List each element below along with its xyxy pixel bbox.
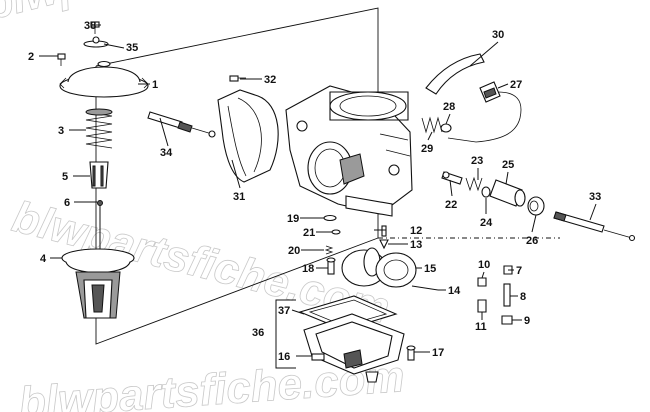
part-18-screw <box>326 257 336 275</box>
part-4-diaphragm-slide <box>61 248 135 319</box>
part-31-bracket <box>217 89 279 183</box>
callout-14: 14 <box>448 285 461 297</box>
callout-38: 38 <box>84 20 96 32</box>
callout-10: 10 <box>478 259 490 271</box>
part-1-top-cover <box>59 60 149 98</box>
part-24-o-ring <box>481 186 491 198</box>
callout-33: 33 <box>589 191 601 203</box>
part-9-nut <box>501 315 513 325</box>
callout-37: 37 <box>278 305 290 317</box>
part-32-screw <box>229 75 246 82</box>
part-28-fitting <box>440 123 452 133</box>
part-16-drain-screw <box>311 353 325 361</box>
part-33-throttle-cable <box>553 211 636 242</box>
callout-18: 18 <box>302 263 314 275</box>
part-27-sensor <box>447 81 522 143</box>
part-14-float-pin <box>411 285 439 291</box>
callout-3: 3 <box>58 125 64 137</box>
part-2-screw <box>57 53 66 66</box>
part-15-float <box>341 247 417 288</box>
callout-29: 29 <box>421 143 433 155</box>
callout-12: 12 <box>410 225 422 237</box>
callout-15: 15 <box>424 263 436 275</box>
callout-labels: 38 35 2 1 3 5 6 4 34 31 32 30 27 28 29 2… <box>28 20 601 363</box>
callout-11: 11 <box>475 321 487 333</box>
callout-1: 1 <box>152 79 158 91</box>
part-30-hose <box>425 53 485 95</box>
callout-8: 8 <box>520 291 526 303</box>
callout-6: 6 <box>64 197 70 209</box>
part-26-cap <box>527 196 545 216</box>
leader-lines <box>39 24 597 369</box>
part-20-spring <box>324 245 334 255</box>
callout-27: 27 <box>510 79 522 91</box>
callout-36: 36 <box>252 327 264 339</box>
part-5-needle-holder <box>89 161 109 189</box>
part-11-jet <box>477 299 487 313</box>
callout-23: 23 <box>471 155 483 167</box>
callout-22: 22 <box>445 199 457 211</box>
callout-7: 7 <box>516 265 522 277</box>
part-13-spring <box>379 239 389 250</box>
carburetor-body <box>285 85 413 217</box>
callout-35: 35 <box>126 42 138 54</box>
part-23-spring <box>465 176 483 192</box>
callout-25: 25 <box>502 159 514 171</box>
part-34-choke-cable <box>147 111 216 138</box>
part-6-needle <box>97 200 103 250</box>
part-36-float-bowl <box>303 313 405 383</box>
callout-34: 34 <box>160 147 173 159</box>
callout-32: 32 <box>264 74 276 86</box>
part-21-washer <box>331 229 341 235</box>
callout-2: 2 <box>28 51 34 63</box>
callout-16: 16 <box>278 351 290 363</box>
watermark-top: blwpartsfiche.com <box>0 0 367 30</box>
callout-19: 19 <box>287 213 299 225</box>
part-3-spring <box>85 108 113 149</box>
part-22-jet <box>441 171 463 185</box>
callout-9: 9 <box>524 315 530 327</box>
part-8-screw <box>503 283 511 307</box>
part-35-clip <box>83 36 109 48</box>
callout-4: 4 <box>40 253 47 265</box>
callout-20: 20 <box>288 245 300 257</box>
callout-17: 17 <box>432 347 444 359</box>
part-12-pin <box>381 225 387 237</box>
callout-21: 21 <box>303 227 315 239</box>
part-17-screw <box>406 345 416 361</box>
callout-28: 28 <box>443 101 455 113</box>
part-25-plug <box>489 179 526 207</box>
callout-31: 31 <box>233 191 245 203</box>
callout-30: 30 <box>492 29 504 41</box>
callout-5: 5 <box>62 171 68 183</box>
callout-13: 13 <box>410 239 422 251</box>
part-29-spring <box>421 116 443 134</box>
part-10-jet <box>477 277 487 287</box>
part-19-o-ring <box>323 214 337 222</box>
callout-26: 26 <box>526 235 538 247</box>
callout-24: 24 <box>480 217 493 229</box>
